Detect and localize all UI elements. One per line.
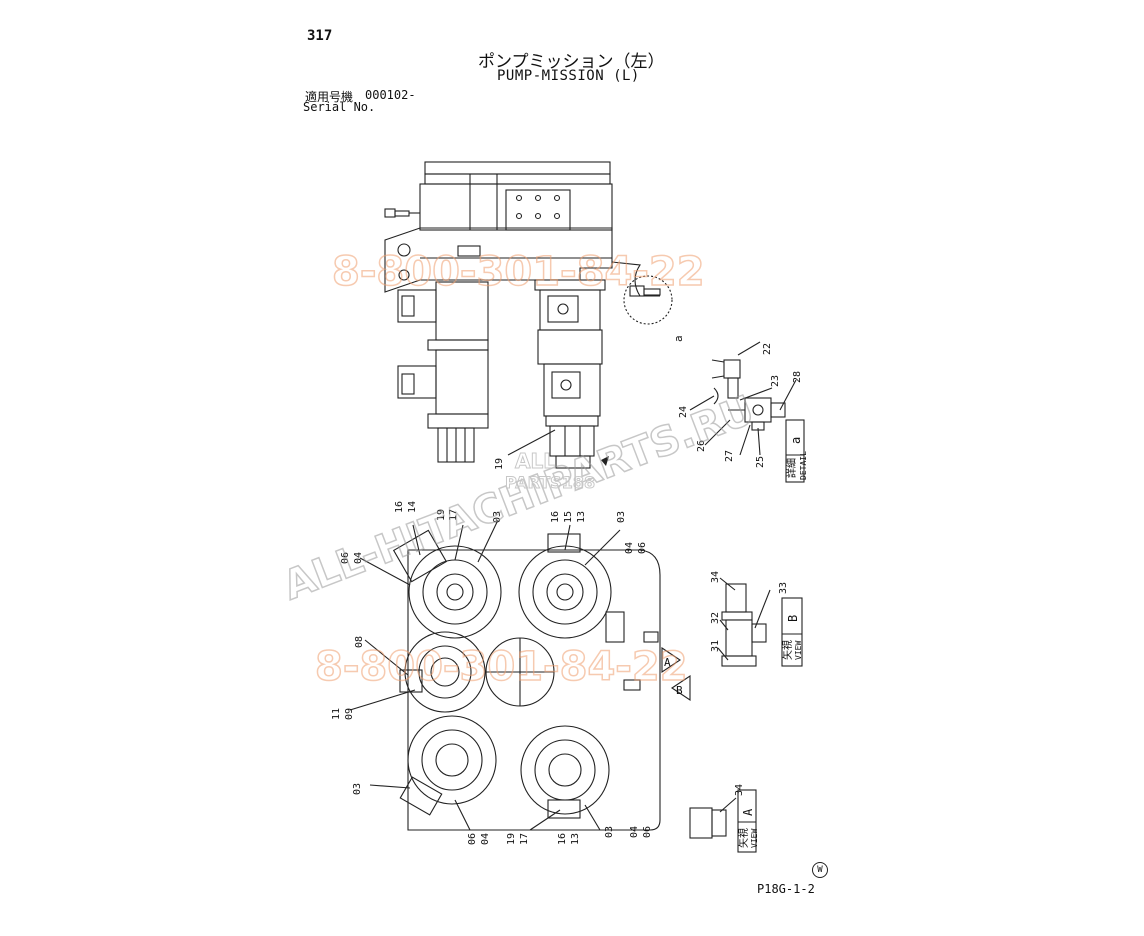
callout-24: 24 <box>678 406 689 418</box>
view-a-label-jp: 矢視 <box>737 828 750 848</box>
callout-04-tr: 04 <box>624 542 635 554</box>
callout-32-b: 32 <box>710 612 721 624</box>
view-b-label-jp: 矢視 <box>781 640 794 660</box>
callout-04-bl: 04 <box>480 833 491 845</box>
view-labels: 詳細 DETAIL a 矢視 VIEW B 矢視 VIEW A A B a <box>664 335 808 848</box>
watermark-logo-top: ALL <box>515 449 556 473</box>
w-mark-circle: W <box>812 862 828 878</box>
view-b-letter: B <box>786 615 800 622</box>
callout-31-b: 31 <box>710 640 721 652</box>
callout-33-b: 33 <box>778 582 789 594</box>
side-view-assembly <box>384 161 673 469</box>
callout-03-bl: 03 <box>352 783 363 795</box>
callout-11: 11 <box>331 708 342 720</box>
gear-disc-center <box>485 637 555 707</box>
callout-17-br: 17 <box>519 833 530 845</box>
watermark-phone-bottom: 8-800-301-84-22 <box>315 644 688 690</box>
watermark-site: ALL-HITACHIPARTS.RU <box>277 387 760 609</box>
callout-19-br: 19 <box>506 833 517 845</box>
detail-a-letter: a <box>789 437 803 444</box>
callout-14-tl: 14 <box>407 501 418 513</box>
watermark-logo-bottom: PARTS188 <box>505 473 595 492</box>
callout-13-br: 13 <box>570 833 581 845</box>
callout-28: 28 <box>792 371 803 383</box>
view-b-valve <box>721 583 803 667</box>
page-number: 317 <box>307 28 333 44</box>
callout-06-bl: 06 <box>467 833 478 845</box>
callout-03-tl: 03 <box>492 511 503 523</box>
plan-view-assembly <box>392 529 691 831</box>
drawing-code: P18G-1-2 <box>757 882 815 896</box>
callout-06-tl: 06 <box>340 552 351 564</box>
callout-06-tr: 06 <box>637 542 648 554</box>
callout-a-letter: a <box>672 335 685 342</box>
callout-26: 26 <box>696 440 707 452</box>
callout-03-br: 03 <box>604 826 615 838</box>
view-a-connector <box>689 789 757 853</box>
callout-16-tl: 16 <box>394 501 405 513</box>
callout-17-tl: 17 <box>448 509 459 521</box>
callout-03-tr: 03 <box>616 511 627 523</box>
callout-15-tr: 15 <box>563 511 574 523</box>
callout-34-a: 34 <box>734 784 745 796</box>
callout-04-br: 04 <box>629 826 640 838</box>
title-japanese: ポンプミッション（左） <box>478 52 665 72</box>
watermarks: 8-800-301-84-22 8-800-301-84-22 ALL-HITA… <box>276 248 761 691</box>
callout-13-tr: 13 <box>576 511 587 523</box>
callout-09: 09 <box>344 708 355 720</box>
view-a-label-en: VIEW <box>750 829 759 848</box>
detail-a-label-jp: 詳細 <box>785 458 798 478</box>
callout-08: 08 <box>354 636 365 648</box>
callout-06-br: 06 <box>642 826 653 838</box>
serial-label-japanese: 適用号機 <box>305 90 354 104</box>
leader-lines <box>349 341 797 831</box>
watermark-phone-top: 8-800-301-84-22 <box>332 249 705 295</box>
serial-label-english: Serial No. <box>303 100 376 114</box>
serial-value: 000102- <box>365 88 416 102</box>
pump-disc-top-right <box>518 545 612 639</box>
callout-19-tl: 19 <box>436 509 447 521</box>
marker-b-letter: B <box>676 684 683 697</box>
view-b-label-en: VIEW <box>794 641 803 660</box>
pump-disc-bottom-left <box>407 715 497 805</box>
callout-22: 22 <box>762 343 773 355</box>
callout-23: 23 <box>770 375 781 387</box>
title-english: PUMP-MISSION (L) <box>497 68 640 84</box>
callout-27: 27 <box>724 450 735 462</box>
callout-04-tl: 04 <box>353 552 364 564</box>
callout-34-b: 34 <box>710 571 721 583</box>
view-a-letter: A <box>741 808 755 816</box>
pump-disc-middle-left <box>404 631 486 713</box>
pump-disc-bottom-right <box>520 725 610 815</box>
callout-16-br: 16 <box>557 833 568 845</box>
detail-a-fitting <box>711 359 805 483</box>
callout-labels: 19 22 23 28 24 26 27 25 16 14 19 17 03 0… <box>331 343 803 845</box>
callout-25: 25 <box>755 456 766 468</box>
callout-19-top: 19 <box>494 458 505 470</box>
callout-16-tr: 16 <box>550 511 561 523</box>
marker-a-letter: A <box>664 656 671 669</box>
detail-a-label-en: DETAIL <box>799 451 808 480</box>
